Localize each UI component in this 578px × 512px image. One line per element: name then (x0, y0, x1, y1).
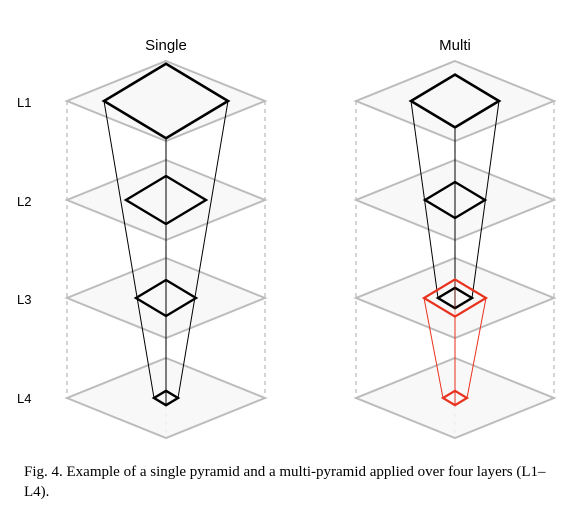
multi-pyramid-square-l2 (422, 180, 488, 220)
layer-label-l4: L4 (17, 391, 31, 406)
single-pyramid-edge (103, 100, 155, 399)
single-pyramid-edge (177, 100, 229, 399)
pyramid-diagram: Single Multi L1 L2 L3 L4 (17, 37, 557, 440)
column-title-single: Single (145, 37, 187, 54)
column-title-multi: Multi (439, 37, 471, 54)
single-pyramid-square-l2 (123, 174, 209, 226)
single-layer-plane-l1 (64, 59, 268, 143)
multi-second-pyramid-square-l3 (421, 278, 489, 318)
multi-pyramid-square-l1 (408, 73, 502, 129)
layer-stacks (64, 59, 557, 440)
multi-pyramid-square-l3 (435, 286, 475, 310)
multi-second-pyramid-edge (423, 297, 444, 399)
single-pyramid-square-l1 (101, 62, 231, 140)
layer-label-l3: L3 (17, 292, 31, 307)
figure-caption: Fig. 4. Example of a single pyramid and … (24, 464, 546, 500)
single-pyramid-square-l3 (133, 278, 199, 318)
layer-label-l2: L2 (17, 194, 31, 209)
multi-second-pyramid-edge (466, 297, 487, 399)
single-pyramid-square-l4 (151, 389, 181, 407)
layer-label-l1: L1 (17, 95, 31, 110)
multi-second-pyramid-square-l4 (440, 389, 470, 407)
